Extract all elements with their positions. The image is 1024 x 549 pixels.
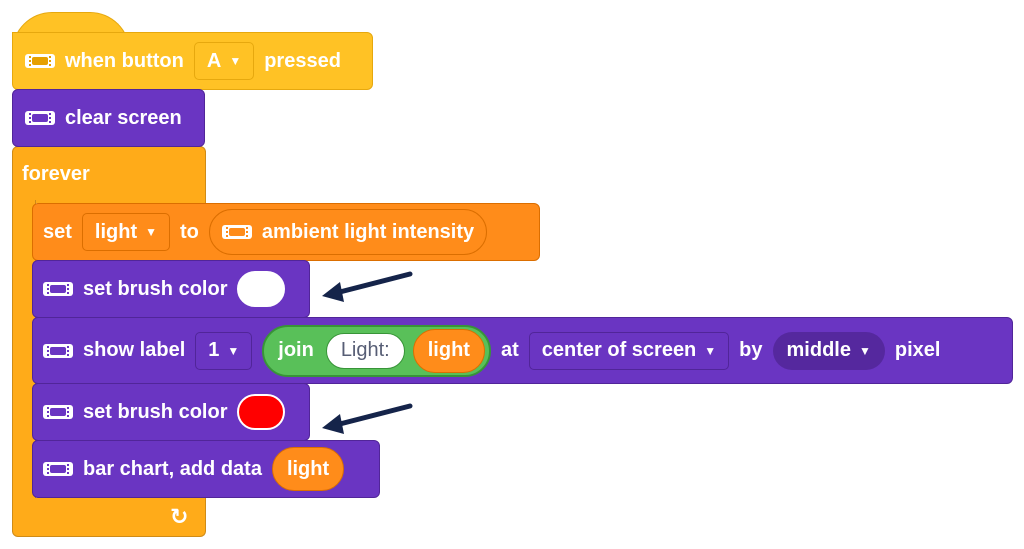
color-swatch-red[interactable] bbox=[237, 394, 286, 430]
dropdown-arrow-icon: ▼ bbox=[145, 225, 158, 239]
color-swatch-white[interactable] bbox=[237, 271, 286, 307]
by-label: by bbox=[739, 339, 763, 361]
variable-dropdown-value: light bbox=[94, 220, 138, 243]
extension-icon bbox=[43, 405, 73, 419]
when-button-label: when button bbox=[65, 49, 184, 72]
position-dropdown-value: center of screen bbox=[541, 339, 697, 361]
clear-screen-block[interactable]: clear screen bbox=[12, 89, 205, 147]
at-label: at bbox=[500, 339, 519, 361]
join-label: join bbox=[278, 339, 314, 361]
button-dropdown[interactable]: A ▼ bbox=[193, 42, 255, 80]
button-dropdown-value: A bbox=[206, 49, 222, 72]
variable-dropdown[interactable]: light ▼ bbox=[81, 213, 171, 251]
set-label: set bbox=[43, 220, 72, 243]
extension-icon bbox=[25, 111, 55, 125]
extension-icon bbox=[43, 282, 73, 296]
to-label: to bbox=[180, 220, 199, 243]
set-brush-color-block[interactable]: set brush color bbox=[32, 260, 310, 318]
forever-label: forever bbox=[22, 162, 90, 185]
pressed-label: pressed bbox=[264, 49, 341, 72]
join-reporter[interactable]: join Light: light bbox=[262, 324, 491, 377]
brush-color-label: set brush color bbox=[83, 400, 228, 423]
label-index-dropdown[interactable]: 1 ▼ bbox=[195, 331, 253, 370]
dropdown-arrow-icon: ▼ bbox=[229, 54, 242, 68]
set-brush-color-block[interactable]: set brush color bbox=[32, 383, 310, 441]
pixel-label: pixel bbox=[894, 339, 941, 361]
join-text-input[interactable]: Light: bbox=[325, 332, 405, 369]
annotation-arrow-icon bbox=[322, 271, 413, 302]
ambient-light-reporter[interactable]: ambient light intensity bbox=[208, 209, 488, 255]
show-label-label: show label bbox=[83, 339, 186, 361]
set-variable-block[interactable]: set light ▼ to ambient light intensity bbox=[32, 203, 540, 261]
dropdown-arrow-icon: ▼ bbox=[227, 343, 240, 358]
extension-icon bbox=[43, 462, 73, 476]
ambient-light-label: ambient light intensity bbox=[261, 220, 475, 243]
position-dropdown[interactable]: center of screen ▼ bbox=[528, 331, 730, 370]
bar-chart-variable-reporter[interactable]: light bbox=[271, 447, 345, 491]
extension-icon bbox=[43, 343, 73, 358]
loop-arrow-icon: ↻ bbox=[170, 504, 189, 529]
label-index-value: 1 bbox=[208, 339, 220, 361]
extension-icon bbox=[25, 54, 55, 68]
bar-chart-add-data-block[interactable]: bar chart, add data light bbox=[32, 440, 380, 498]
forever-block-foot bbox=[12, 498, 206, 537]
annotation-arrow-icon bbox=[322, 403, 413, 434]
extension-icon bbox=[221, 225, 252, 239]
clear-screen-label: clear screen bbox=[65, 106, 182, 129]
join-variable-reporter[interactable]: light bbox=[412, 328, 485, 373]
brush-color-label: set brush color bbox=[83, 277, 228, 300]
show-label-block[interactable]: show label 1 ▼ join Light: light at cent… bbox=[32, 317, 1013, 384]
align-dropdown[interactable]: middle ▼ bbox=[772, 331, 885, 370]
dropdown-arrow-icon: ▼ bbox=[858, 343, 871, 358]
when-button-pressed-block[interactable]: when button A ▼ pressed bbox=[12, 32, 373, 90]
align-dropdown-value: middle bbox=[786, 339, 851, 361]
dropdown-arrow-icon: ▼ bbox=[704, 343, 717, 358]
bar-chart-label: bar chart, add data bbox=[83, 457, 262, 480]
